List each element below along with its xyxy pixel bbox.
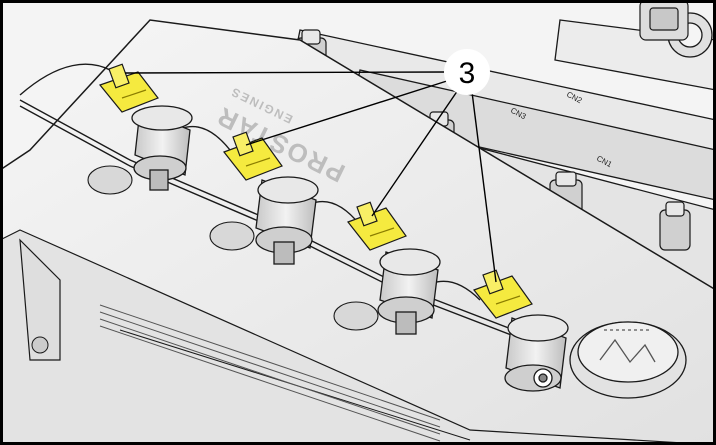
ignition-coil-4 (504, 314, 569, 392)
cover-ribbing (99, 304, 441, 442)
injector-connector-4 (659, 201, 691, 251)
coil-connector-4 (473, 269, 533, 319)
leader-line-2 (245, 79, 451, 146)
ignition-coil-3 (377, 248, 441, 335)
callout-leaders (124, 71, 497, 283)
leader-line-4 (471, 91, 497, 283)
ignition-coil-2 (255, 176, 319, 265)
coil-connector-2 (223, 131, 283, 181)
leader-line-3 (371, 89, 459, 217)
leader-line-1 (124, 71, 448, 74)
ignition-coils (131, 105, 569, 392)
sensor-connector-top (639, 0, 689, 41)
ignition-coil-1 (131, 105, 193, 191)
oil-filler-cap (569, 321, 687, 399)
coil-connector-3 (347, 201, 407, 251)
callout-number: 3 (459, 57, 476, 90)
callout-bubble: 3 (444, 49, 490, 95)
